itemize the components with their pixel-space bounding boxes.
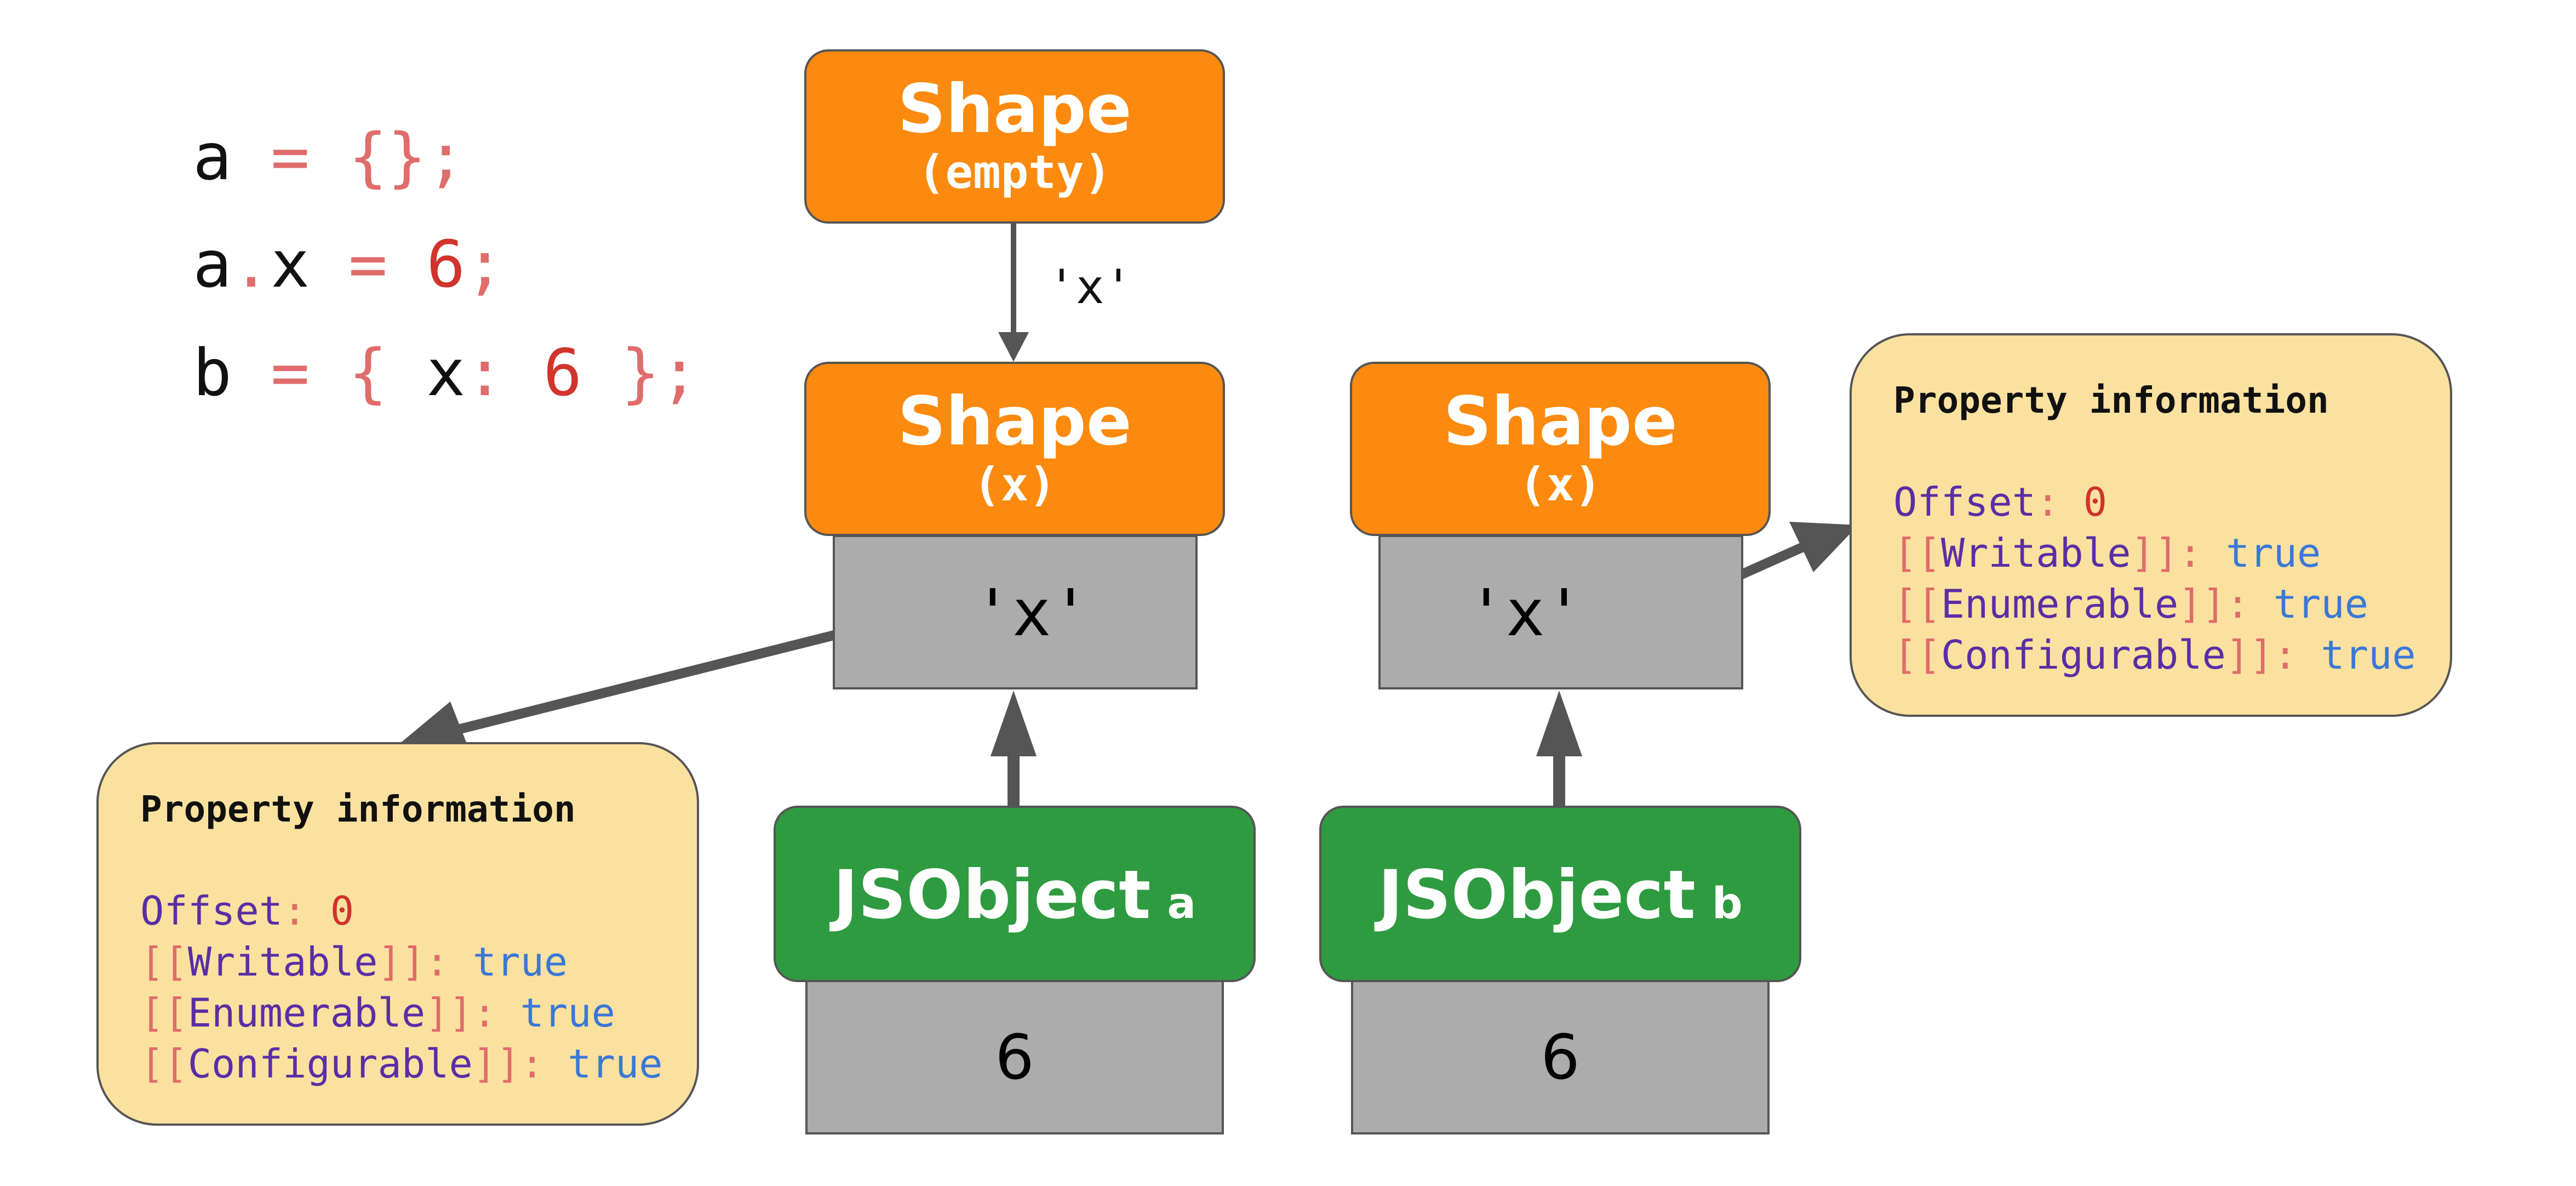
code-line-1: a = {}; — [193, 118, 465, 195]
property-info-a: Property information Offset: 0 [[Writabl… — [96, 742, 699, 1126]
shape-a-node: Shape (x) — [804, 362, 1225, 536]
property-info-header: Property information — [140, 788, 576, 830]
attr-key: Configurable — [1940, 632, 2226, 678]
property-info-header: Property information — [1893, 379, 2329, 421]
attr-key: Offset — [140, 888, 283, 934]
shape-empty-node: Shape (empty) — [804, 49, 1225, 224]
property-info-b: Property information Offset: 0 [[Writabl… — [1850, 333, 2452, 717]
property-b-pointer-head — [1789, 522, 1858, 572]
code-token: ; — [465, 226, 505, 302]
attr-value: 0 — [330, 888, 354, 934]
jsobject-variable: a — [1167, 879, 1197, 928]
offset-row: Offset: 0 — [1893, 479, 2108, 525]
jsobject-title: JSObject — [1378, 856, 1696, 934]
property-a-pointer-head — [399, 702, 470, 752]
shape-subtitle: (x) — [1519, 458, 1602, 511]
code-token: . — [232, 226, 271, 302]
attr-value: true — [2321, 632, 2416, 678]
shape-title: Shape — [1443, 383, 1678, 460]
jsobject-b-map-arrow-head — [1536, 691, 1582, 756]
code-token: 6 — [543, 335, 582, 410]
attr-value: true — [472, 939, 568, 985]
attr-value: true — [2225, 530, 2321, 576]
configurable-row: [[Configurable]]: true — [1893, 632, 2416, 678]
shape-subtitle: (empty) — [917, 145, 1112, 199]
shape-b-node: Shape (x) — [1350, 362, 1771, 536]
code-token: = {}; — [232, 119, 466, 195]
jsobject-a-node: JSObject a — [774, 806, 1256, 982]
attr-key: Writable — [1940, 530, 2131, 576]
transition-arrow-head — [998, 332, 1029, 362]
offset-row: Offset: 0 — [140, 888, 354, 934]
jsobject-title: JSObject — [833, 856, 1151, 934]
code-line-2: a.x = 6; — [193, 226, 504, 303]
property-value: 6 — [995, 1022, 1034, 1093]
jsobject-a-value-slot: 6 — [805, 980, 1224, 1134]
writable-row: [[Writable]]: true — [1893, 530, 2321, 576]
shape-title: Shape — [897, 383, 1132, 460]
attr-value: true — [2273, 581, 2368, 627]
attr-key: Enumerable — [187, 990, 426, 1036]
attr-key: Writable — [187, 939, 378, 985]
attr-key: Offset — [1893, 479, 2036, 525]
attr-key: Enumerable — [1940, 581, 2179, 627]
code-token: }; — [582, 335, 699, 410]
jsobject-a-map-arrow-head — [991, 691, 1037, 756]
code-token: b — [193, 335, 232, 410]
jsobject-b-value-slot: 6 — [1351, 980, 1770, 1134]
attr-value: true — [568, 1041, 663, 1087]
attr-key: Configurable — [187, 1041, 473, 1087]
code-token: = { — [232, 335, 427, 410]
code-token: x — [271, 226, 310, 302]
attr-value: 0 — [2083, 479, 2108, 525]
property-a-pointer — [459, 619, 881, 734]
jsobject-variable: b — [1711, 879, 1743, 928]
attr-value: true — [520, 990, 615, 1036]
code-token: = — [310, 226, 427, 302]
code-token: a — [193, 226, 232, 302]
shape-a-property-slot: 'x' — [833, 535, 1198, 689]
code-token: a — [193, 119, 232, 195]
jsobject-b-node: JSObject b — [1319, 806, 1801, 982]
code-token: x — [426, 335, 466, 410]
code-line-3: b = { x: 6 }; — [193, 334, 699, 411]
shape-b-property-slot: 'x' — [1378, 535, 1743, 689]
configurable-row: [[Configurable]]: true — [140, 1041, 663, 1087]
writable-row: [[Writable]]: true — [140, 939, 568, 985]
transition-label: 'x' — [1047, 260, 1133, 315]
shape-subtitle: (x) — [973, 458, 1056, 511]
property-value: 6 — [1541, 1022, 1580, 1093]
code-token: : — [465, 335, 543, 410]
property-name: 'x' — [973, 575, 1090, 651]
shape-title: Shape — [897, 70, 1132, 148]
code-token: 6 — [426, 226, 466, 302]
property-name: 'x' — [1467, 575, 1584, 651]
enumerable-row: [[Enumerable]]: true — [1893, 581, 2368, 627]
enumerable-row: [[Enumerable]]: true — [140, 990, 615, 1036]
